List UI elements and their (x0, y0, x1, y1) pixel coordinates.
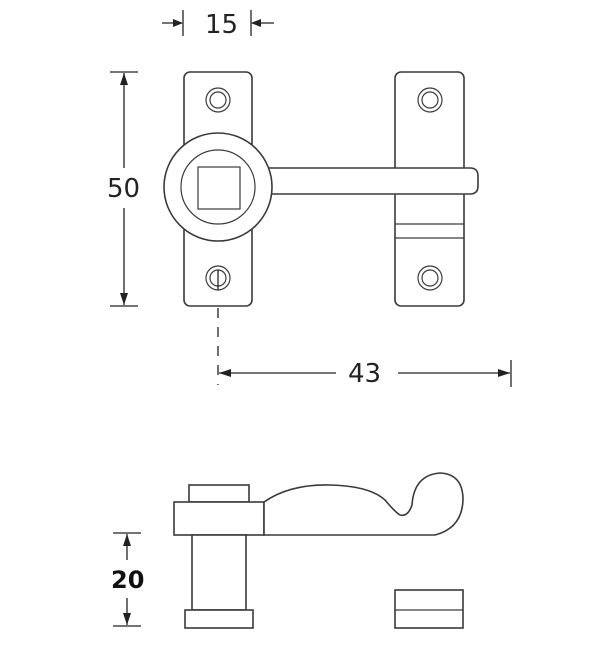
center-distance-label: 43 (348, 359, 381, 389)
side-view-keeper (394, 589, 464, 629)
plate-height-label: 50 (107, 174, 140, 204)
dimension-plate-width (162, 10, 274, 36)
dimension-center-distance (217, 270, 512, 387)
latch-bar (267, 167, 479, 195)
screw-hole-icon (417, 87, 443, 113)
side-height-label: 20 (111, 566, 144, 594)
side-view-latch (173, 472, 464, 629)
plate-width-label: 15 (205, 10, 238, 40)
screw-hole-icon (417, 265, 443, 291)
dimension-side-height (113, 532, 141, 627)
pivot-boss (163, 132, 273, 242)
dimension-plate-height (110, 71, 138, 307)
screw-hole-icon (205, 87, 231, 113)
